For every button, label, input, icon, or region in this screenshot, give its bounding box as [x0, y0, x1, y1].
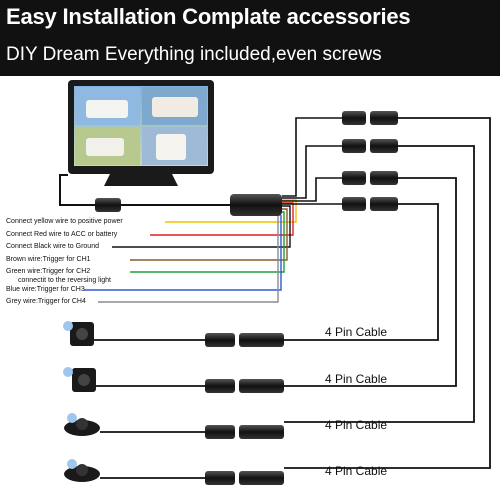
wire-label-blue: Blue wire:Trigger for CH3 — [6, 286, 85, 293]
wire-label-red: Connect Red wire to ACC or battery — [6, 231, 118, 238]
extension-cables — [284, 117, 491, 469]
camera-row-2 — [63, 367, 284, 393]
cable-label-3: 4 Pin Cable — [325, 418, 388, 432]
camera-row-4 — [64, 459, 284, 485]
wire-label-yellow: Connect yellow wire to positive power — [6, 218, 123, 225]
installation-diagram — [59, 80, 491, 485]
monitor — [68, 80, 214, 186]
wire-label-green-note: connectit to the reversing light — [18, 277, 111, 284]
cable-label-2: 4 Pin Cable — [325, 372, 388, 386]
power-wires — [84, 199, 297, 303]
camera-row-3 — [64, 413, 284, 439]
extension-connectors — [342, 111, 398, 211]
cable-label-4: 4 Pin Cable — [325, 464, 388, 478]
camera-row-1 — [63, 321, 284, 347]
page-subtitle: DIY Dream Everything included,even screw… — [6, 44, 382, 65]
wire-label-black: Connect Black wire to Ground — [6, 243, 99, 250]
wire-label-green: Green wire:Trigger for CH2 — [6, 268, 91, 275]
cable-label-1: 4 Pin Cable — [325, 325, 388, 339]
central-hub — [230, 194, 282, 216]
hub-outputs — [282, 117, 342, 205]
monitor-quad-view — [75, 87, 207, 165]
header-banner: Easy Installation Complate accessories D… — [0, 0, 500, 76]
wire-label-grey: Grey wire:Trigger for CH4 — [6, 298, 86, 305]
wire-label-brown: Brown wire:Trigger for CH1 — [6, 256, 91, 263]
page-title: Easy Installation Complate accessories — [6, 4, 411, 29]
